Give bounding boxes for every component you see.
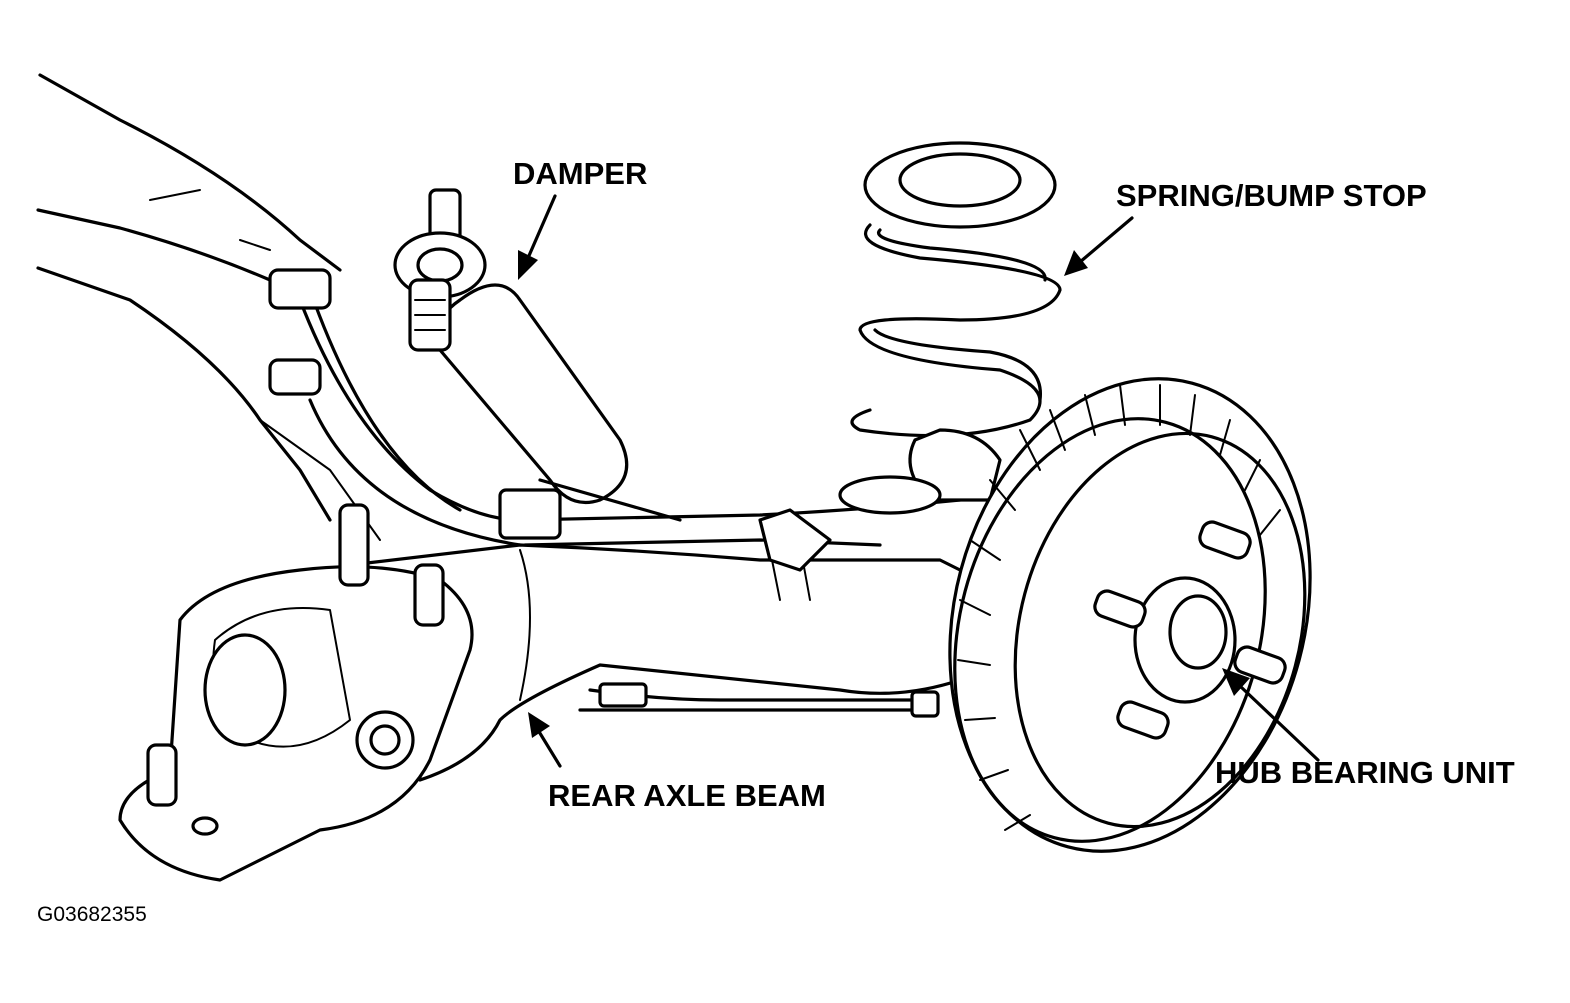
spring-arrow <box>1064 216 1134 276</box>
axle-beam-arrow <box>528 712 562 768</box>
trailing-arm-illustration <box>118 503 474 882</box>
figure-id: G03682355 <box>37 903 147 926</box>
damper-label: DAMPER <box>513 156 648 191</box>
hub-arrow <box>1222 668 1320 762</box>
rear-axle-beam-label: REAR AXLE BEAM <box>548 778 826 813</box>
brake-drum-illustration <box>948 377 1312 853</box>
frame-rail <box>36 73 381 541</box>
spring-bump-stop-label: SPRING/BUMP STOP <box>1116 178 1427 213</box>
axle-beam-illustration <box>348 508 982 782</box>
leader-arrows <box>518 194 1320 768</box>
spring-illustration <box>838 141 1062 515</box>
hub-bearing-unit-label: HUB BEARING UNIT <box>1215 755 1515 790</box>
damper-arrow <box>518 194 557 280</box>
brake-lines <box>268 268 962 718</box>
damper-illustration <box>393 188 682 522</box>
